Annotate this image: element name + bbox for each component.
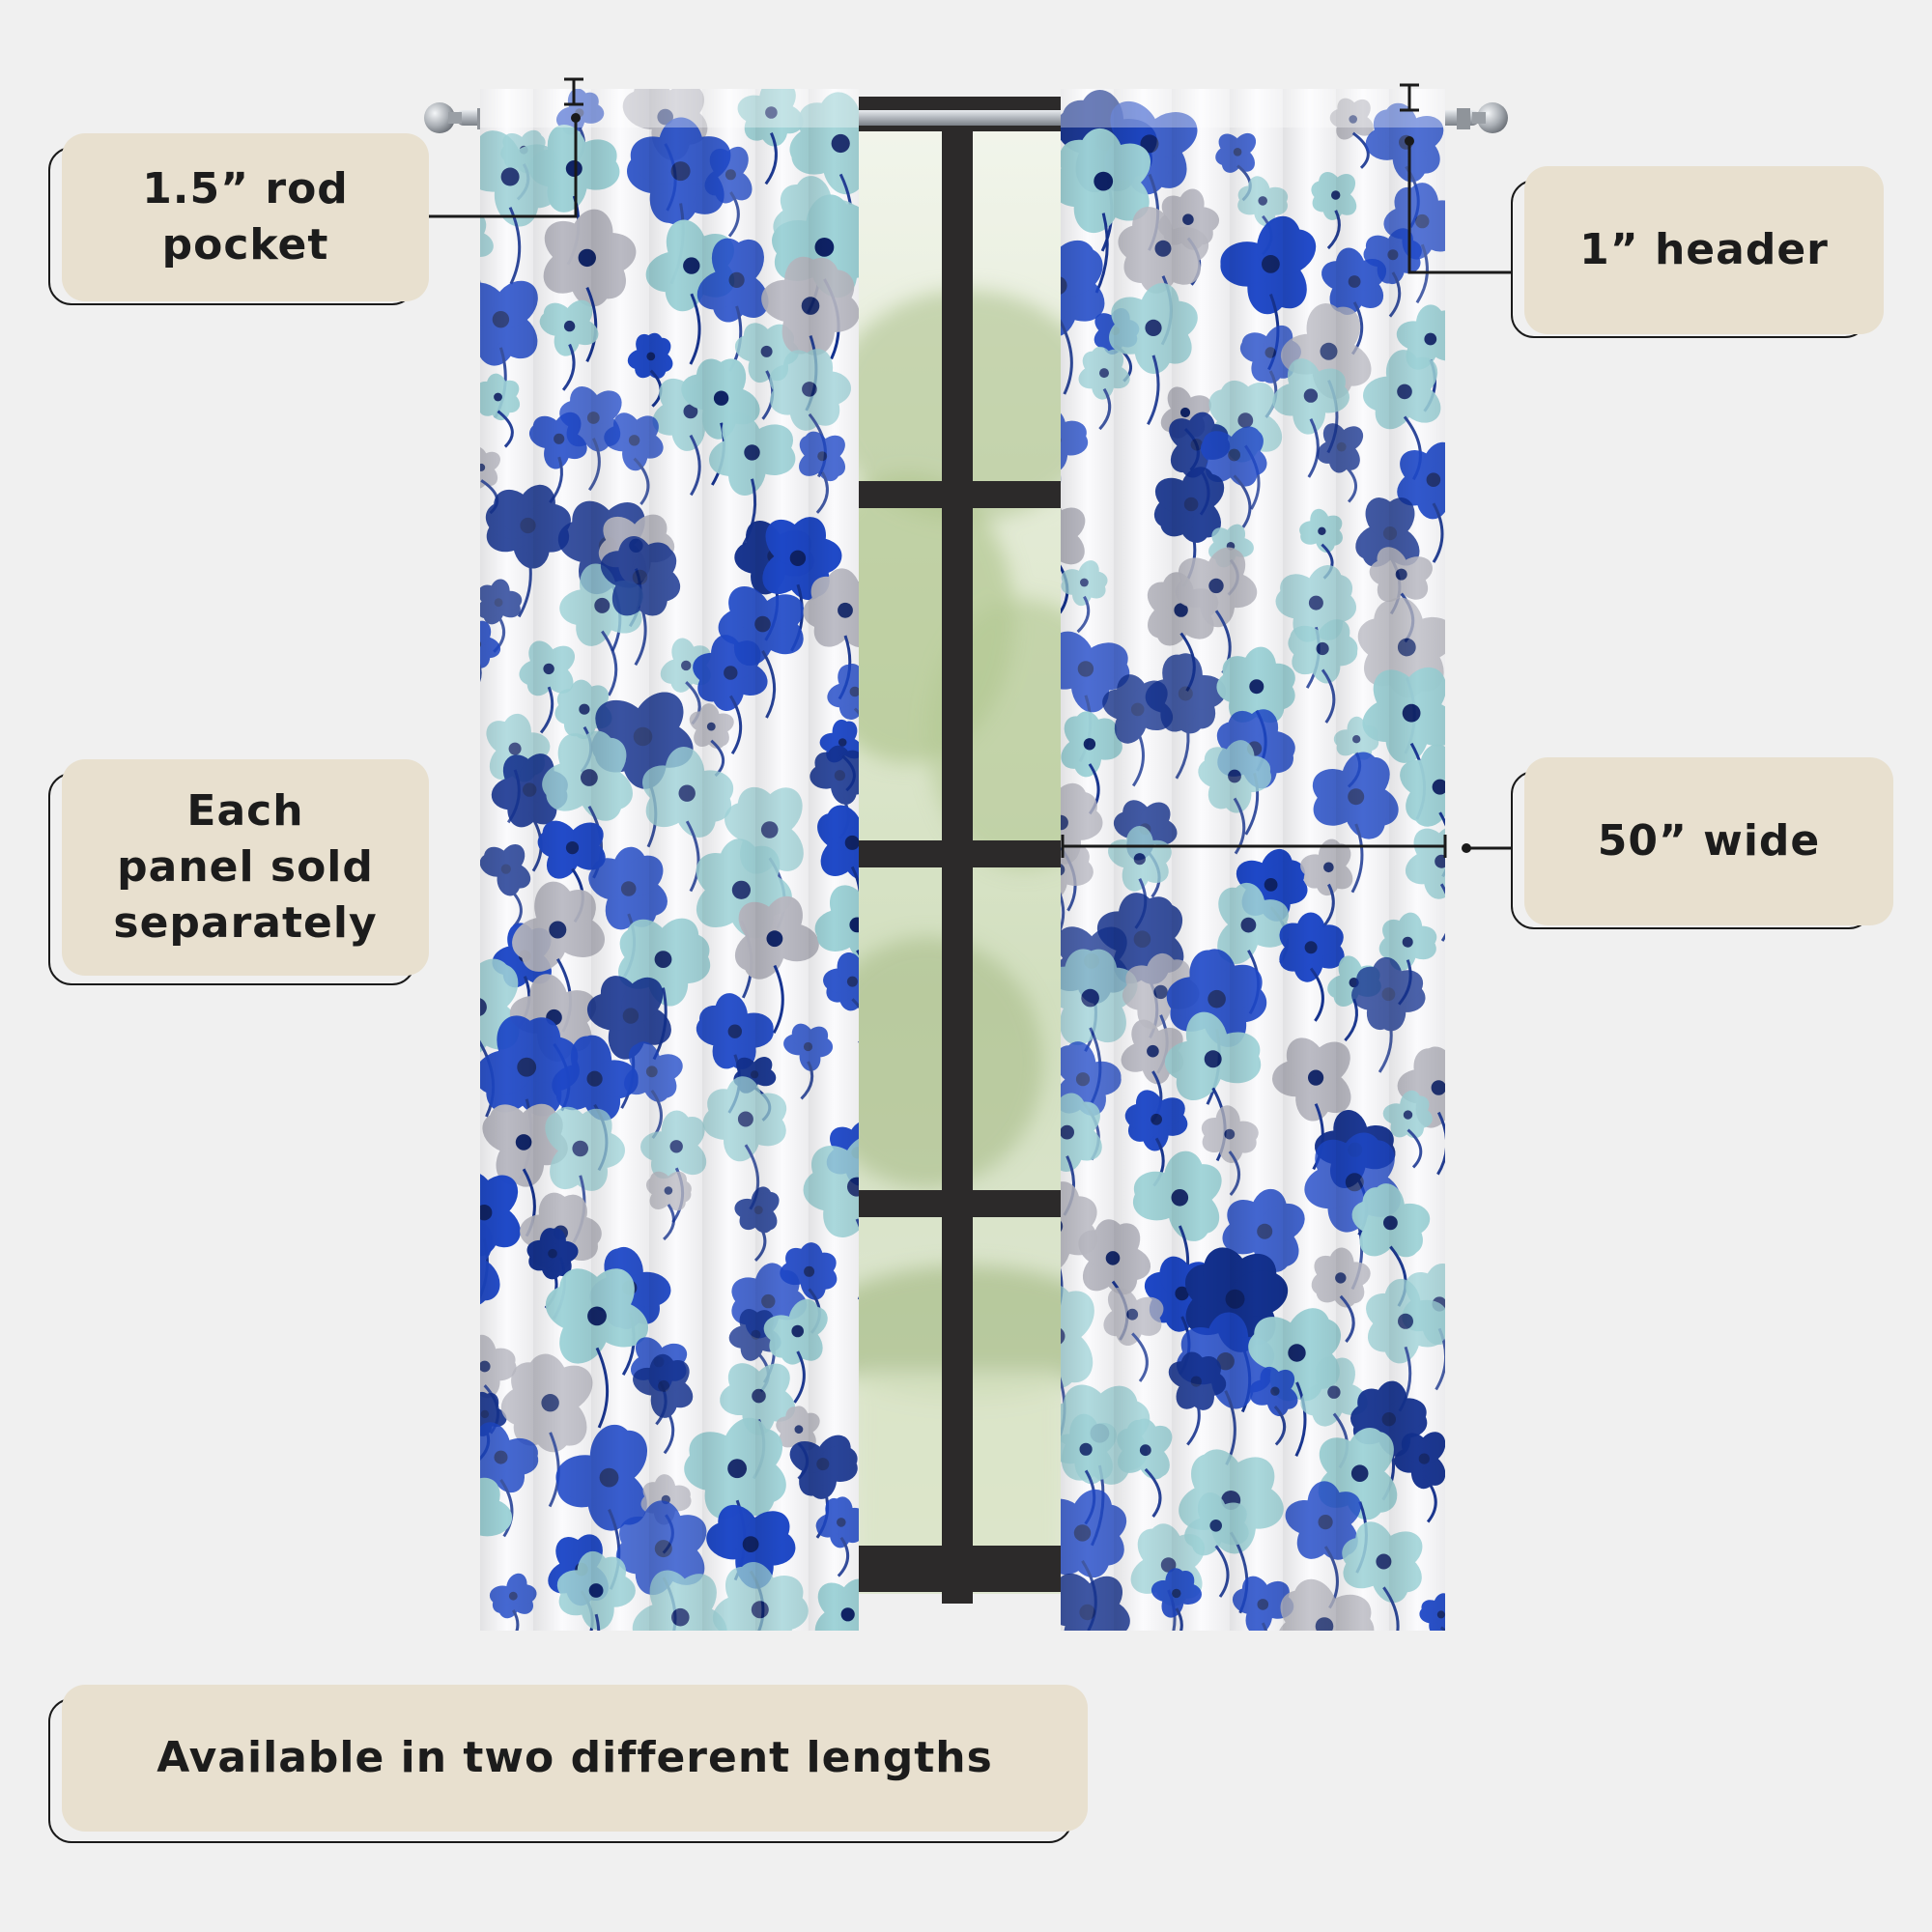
- window: [856, 97, 1064, 1604]
- rod-pocket-leader: [429, 118, 578, 218]
- ball-finial-icon: [1477, 102, 1508, 133]
- rod-bracket-right: [1457, 108, 1470, 129]
- window-frame-bottom: [856, 1546, 1064, 1592]
- rod-pocket-callout-box: 1.5” rod pocket: [62, 133, 429, 301]
- rod-pocket-line-1: 1.5” rod: [142, 164, 349, 213]
- window-rail-3: [856, 1190, 1064, 1217]
- rod-pocket-callout: 1.5” rod pocket: [48, 133, 431, 317]
- ball-finial-icon: [424, 102, 455, 133]
- header-callout: 1” header: [1511, 166, 1884, 350]
- width-line-1: 50” wide: [1597, 816, 1821, 866]
- panel-line-1: Each: [186, 786, 304, 836]
- folds-right: [1061, 89, 1445, 1631]
- width-marker: [1061, 835, 1513, 858]
- panel-line-2: panel sold: [117, 842, 374, 892]
- width-callout: 50” wide: [1511, 757, 1893, 941]
- curtain-panel-left: [480, 89, 859, 1631]
- lengths-callout: Available in two different lengths: [48, 1685, 1092, 1849]
- panel-callout-box: Each panel sold separately: [62, 759, 429, 976]
- header-line-1: 1” header: [1579, 225, 1829, 274]
- header-marker: [1400, 83, 1513, 274]
- panel-line-3: separately: [113, 898, 378, 948]
- lengths-callout-box: Available in two different lengths: [62, 1685, 1088, 1832]
- rod-pocket-line-2: pocket: [161, 220, 329, 270]
- panel-callout: Each panel sold separately: [48, 759, 431, 995]
- width-callout-box: 50” wide: [1524, 757, 1893, 925]
- rod-pocket-marker: [429, 77, 583, 218]
- header-callout-box: 1” header: [1524, 166, 1884, 334]
- lengths-line-1: Available in two different lengths: [156, 1733, 993, 1782]
- window-rail-1: [856, 481, 1064, 508]
- window-rail-2: [856, 840, 1064, 867]
- curtain-panel-right: [1061, 89, 1445, 1631]
- header-leader: [1407, 141, 1513, 274]
- folds-left: [480, 89, 859, 1631]
